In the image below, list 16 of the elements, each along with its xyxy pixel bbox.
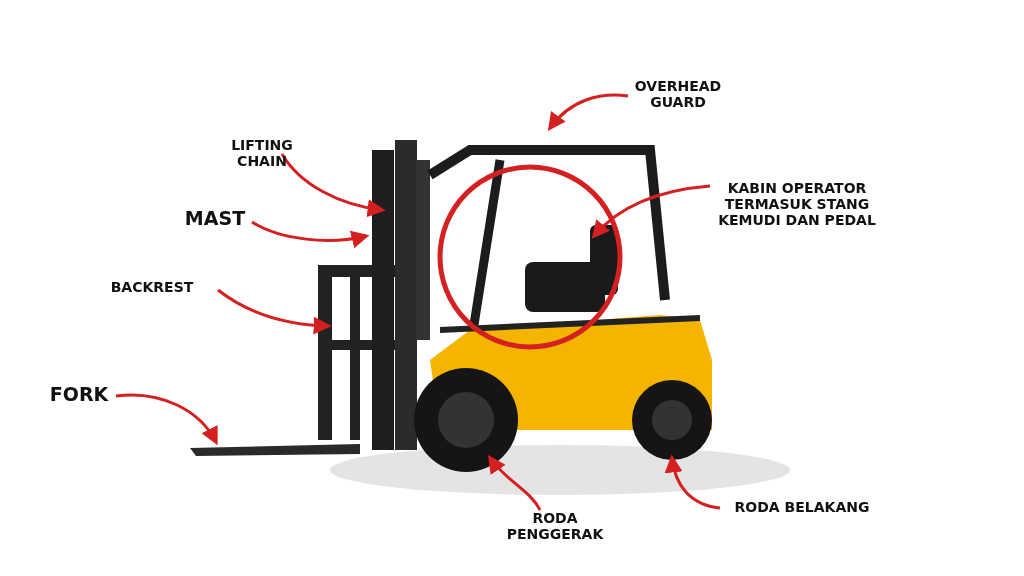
leader-arrow: [115, 393, 218, 446]
callout-label: LIFTING CHAIN: [222, 137, 302, 169]
leader-arrow: [217, 288, 332, 335]
callout-label: RODA BELAKANG: [722, 499, 882, 515]
leader-arrow: [591, 184, 711, 239]
leader-arrow: [251, 220, 370, 248]
callout-label: KABIN OPERATOR TERMASUK STANG KEMUDI DAN PEDAL: [712, 180, 882, 228]
callout-label: BACKREST: [92, 279, 212, 295]
callout-label: OVERHEAD GUARD: [628, 78, 728, 110]
leader-arrow: [487, 455, 542, 511]
callout-label: RODA PENGGERAK: [500, 510, 610, 542]
leader-arrow: [665, 454, 721, 510]
callout-label: MAST: [180, 208, 250, 229]
callout-label: FORK: [44, 384, 114, 405]
leader-arrow: [280, 153, 386, 217]
leader-arrow: [547, 93, 629, 131]
